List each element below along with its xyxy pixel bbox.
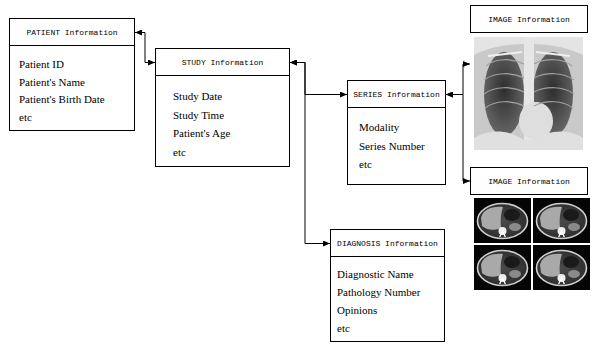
box-heading: PATIENT Information — [10, 19, 134, 46]
field-list: Study DateStudy TimePatient's Ageetc — [156, 76, 289, 166]
field-name: Diagnostic Name — [337, 265, 414, 283]
ct-slice — [533, 198, 590, 243]
field-name: Study Date — [173, 87, 222, 106]
field-name: Patient's Name — [19, 74, 85, 92]
xray-clavicles — [488, 52, 570, 56]
ct-slice — [533, 245, 590, 290]
box-heading: DIAGNOSIS Information — [331, 230, 444, 257]
xray-ribs — [484, 60, 574, 108]
xray-ground — [474, 37, 583, 150]
field-name: Patient ID — [19, 56, 64, 74]
entity-box: DIAGNOSIS InformationDiagnostic NamePath… — [330, 229, 445, 342]
section-heading: PATIENT Information — [26, 26, 117, 39]
field-name: Series Number — [359, 137, 425, 156]
section-heading: IMAGE Information — [488, 13, 570, 26]
field-name: etc — [173, 143, 186, 162]
field-list: Diagnostic NamePathology NumberOpinionse… — [331, 257, 444, 341]
image-box: IMAGE Information — [470, 167, 588, 291]
box-heading: IMAGE Information — [470, 5, 588, 33]
entity-box: STUDY InformationStudy DateStudy TimePat… — [155, 48, 290, 167]
relation-arrow — [290, 63, 347, 95]
box-heading: SERIES Information — [348, 81, 445, 108]
field-name: Pathology Number — [337, 283, 420, 301]
field-list: ModalitySeries Numberetc — [348, 108, 445, 184]
chest-xray — [474, 37, 583, 150]
relation-arrow — [135, 33, 155, 63]
ct-slice — [474, 198, 531, 243]
section-heading: DIAGNOSIS Information — [337, 237, 438, 250]
field-name: Study Time — [173, 106, 224, 125]
xray-lung — [484, 52, 524, 136]
box-heading: IMAGE Information — [470, 167, 588, 195]
relation-arrow — [446, 64, 470, 95]
entity-box: SERIES InformationModalitySeries Numbere… — [347, 80, 446, 185]
field-list: Patient IDPatient's NamePatient's Birth … — [10, 46, 134, 130]
ct-slice — [474, 245, 531, 290]
xray-diaphragm — [474, 131, 583, 150]
entity-box: PATIENT InformationPatient IDPatient's N… — [9, 18, 135, 131]
field-name: Patient's Birth Date — [19, 91, 105, 109]
ct-images — [474, 198, 590, 290]
field-name: etc — [337, 319, 350, 337]
field-name: Opinions — [337, 301, 377, 319]
section-heading: SERIES Information — [353, 88, 439, 101]
field-name: Patient's Age — [173, 124, 230, 143]
field-name: etc — [359, 155, 372, 174]
relation-arrow — [446, 95, 470, 182]
relation-arrow — [290, 63, 330, 244]
field-name: etc — [19, 109, 32, 127]
image-box: IMAGE Information — [470, 5, 588, 151]
section-heading: STUDY Information — [182, 56, 264, 69]
field-name: Modality — [359, 118, 399, 137]
box-heading: STUDY Information — [156, 49, 289, 76]
section-heading: IMAGE Information — [488, 175, 570, 188]
